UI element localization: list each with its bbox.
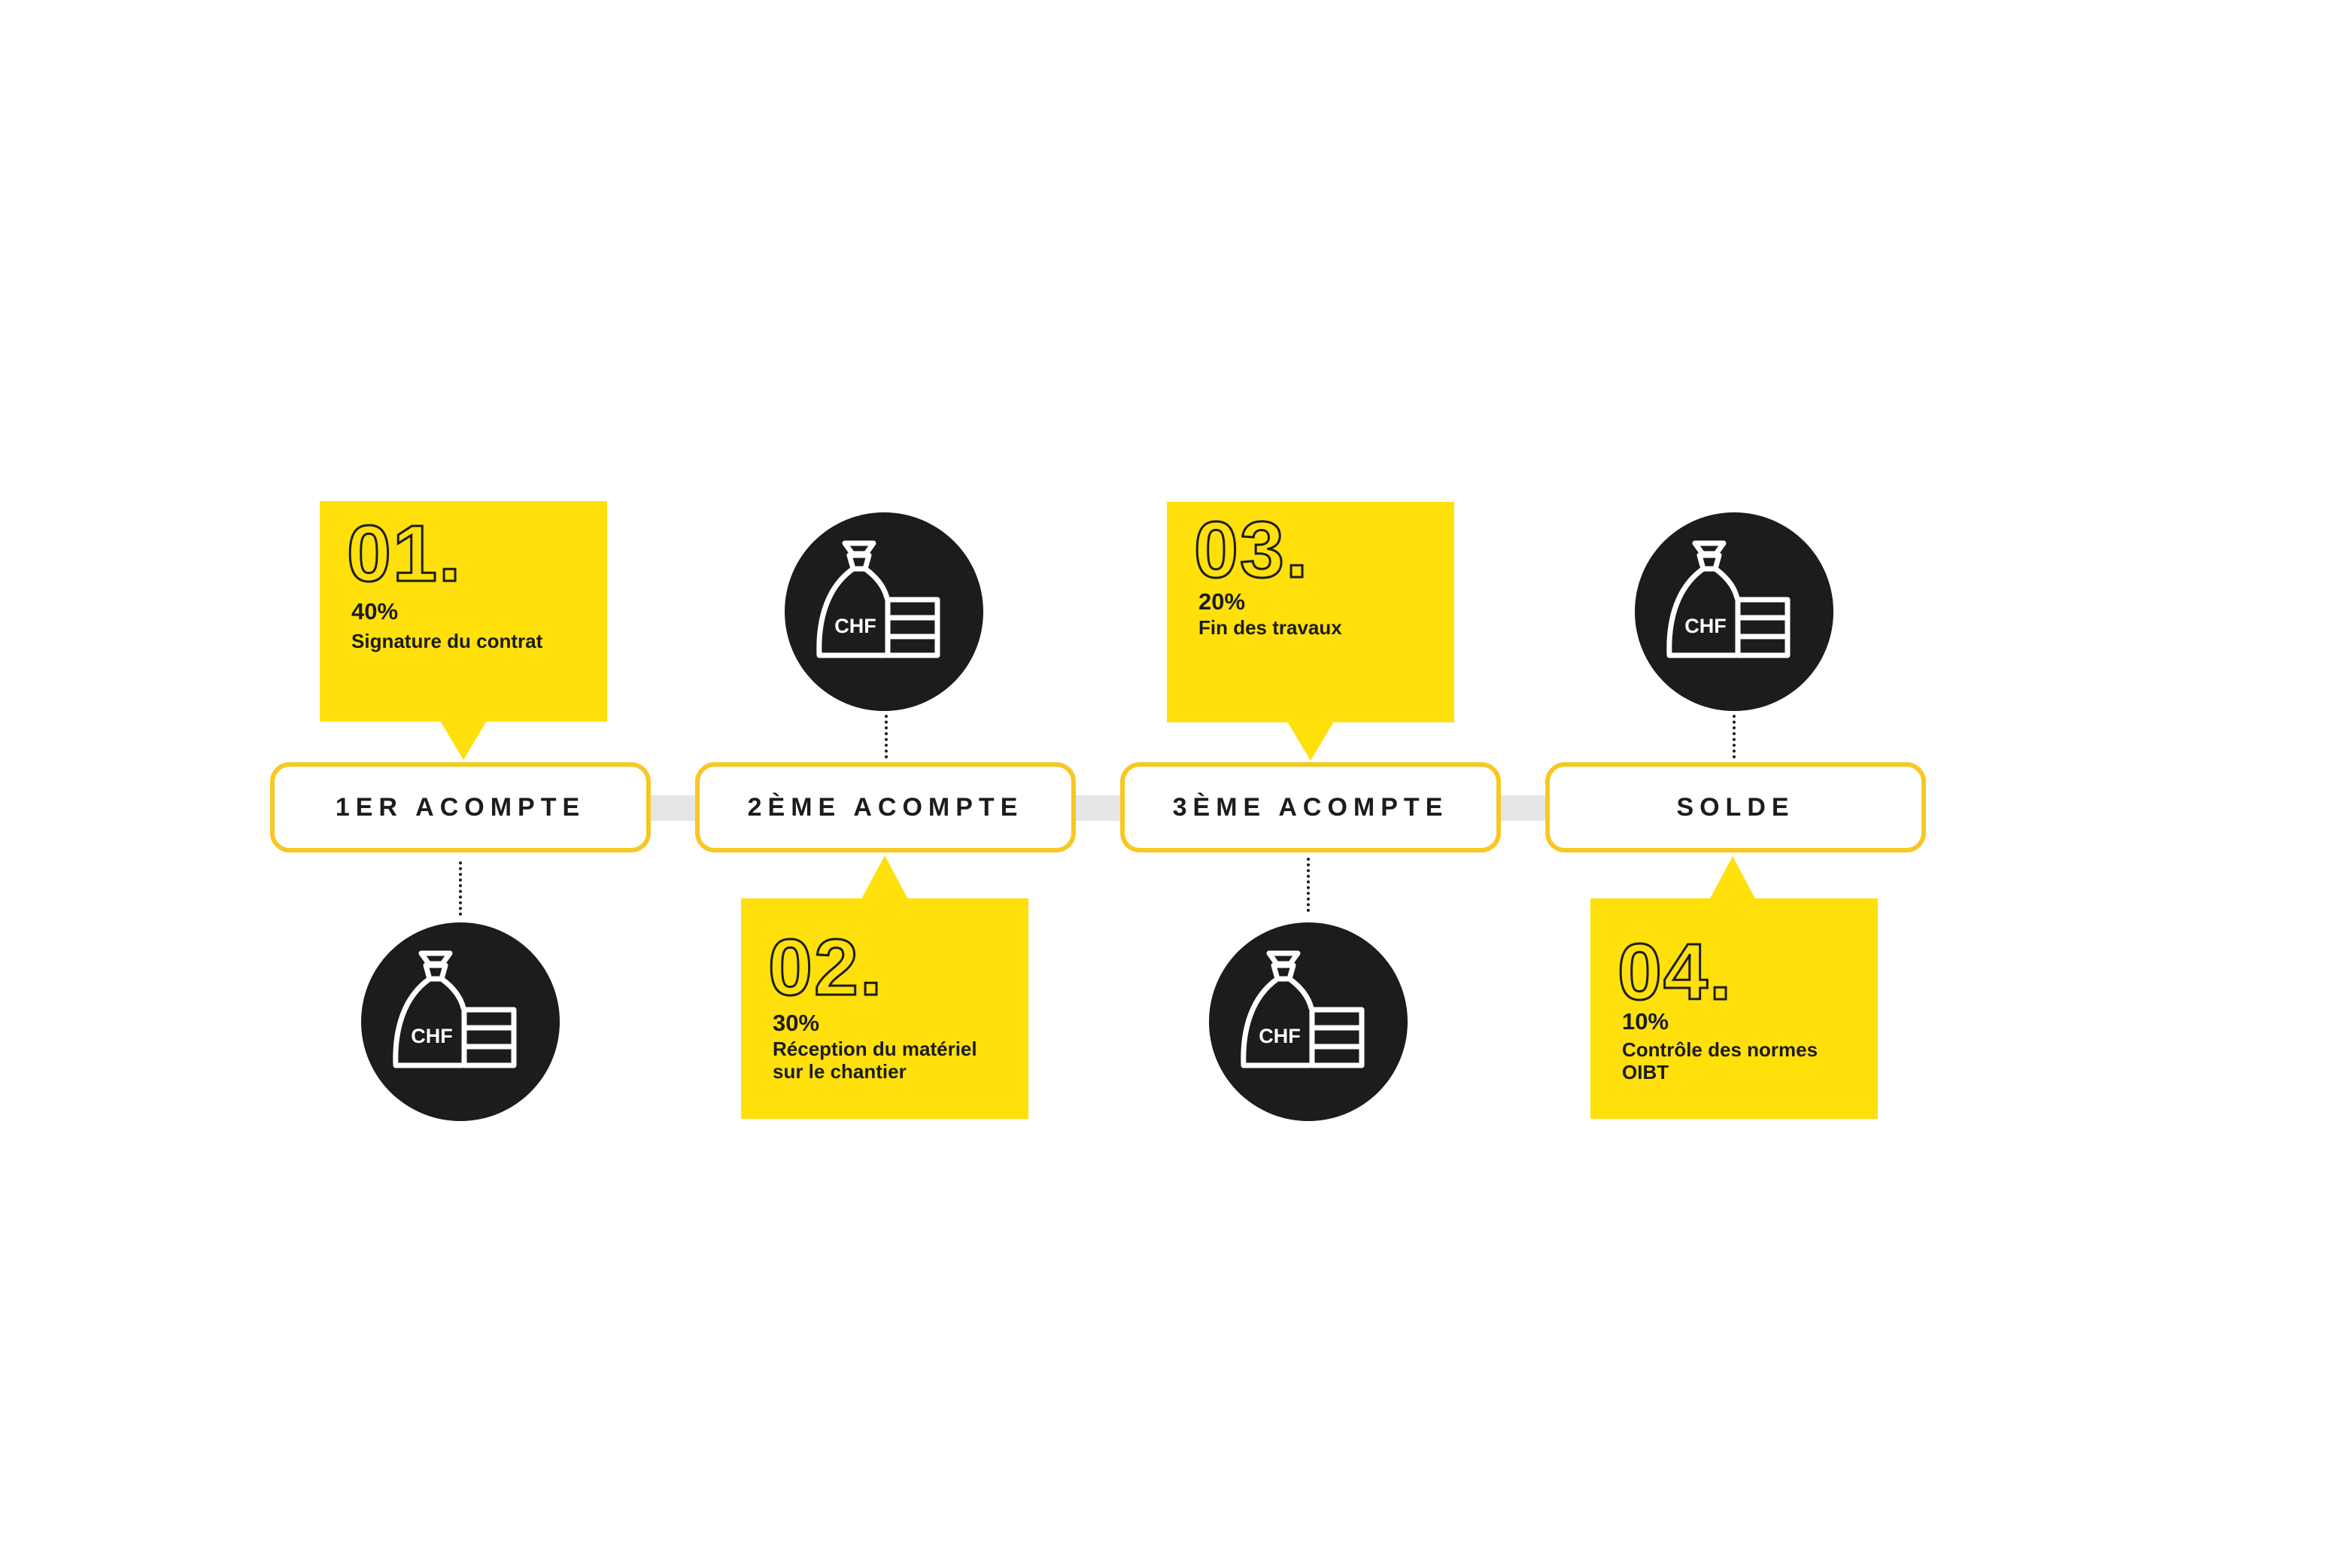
stage-label: 3ÈME ACOMPTE (1172, 792, 1449, 822)
callout-04-pointer (1709, 856, 1756, 900)
stage-label: 1ER ACOMPTE (335, 792, 586, 822)
step-description-line: sur le chantier (773, 1060, 907, 1083)
step-description: Fin des travaux (1198, 616, 1439, 639)
step-description: Signature du contrat (351, 630, 592, 652)
callout-04: 04. 10% Contrôle des normes OIBT (1590, 898, 1878, 1119)
currency-label: CHF (834, 615, 876, 637)
stage-label: SOLDE (1676, 792, 1795, 822)
stage-box-1: 1ER ACOMPTE (270, 762, 651, 852)
dotted-leader-3 (1307, 858, 1310, 912)
step-number-text: 03. (1194, 506, 1309, 594)
stage-box-4: SOLDE (1545, 762, 1926, 852)
callout-02-pointer (861, 855, 908, 899)
step-number: 02. (767, 922, 883, 1013)
dotted-leader-2 (885, 715, 888, 758)
stage-label: 2ÈME ACOMPTE (747, 792, 1024, 822)
step-number: 04. (1617, 927, 1733, 1018)
dotted-leader-4 (1733, 715, 1736, 758)
timeline-connector-1 (651, 795, 696, 821)
money-bag-coins-icon: CHF (361, 922, 560, 1121)
money-bag-coins-icon: CHF (1635, 512, 1833, 711)
step-description-line: Réception du matériel (773, 1038, 977, 1060)
money-bag-coins-icon: CHF (785, 512, 983, 711)
step-description-line: Signature du contrat (351, 630, 543, 652)
money-bag-coins-icon: CHF (1209, 922, 1408, 1121)
callout-01: 01. 40% Signature du contrat (320, 501, 607, 722)
currency-label: CHF (411, 1025, 453, 1047)
callout-02: 02. 30% Réception du matériel sur le cha… (741, 898, 1028, 1119)
timeline-connector-2 (1076, 795, 1121, 821)
step-description-line: Contrôle des normes (1622, 1038, 1818, 1061)
callout-03-pointer (1287, 722, 1334, 761)
step-percent: 40% (351, 598, 399, 624)
step-description-line: Fin des travaux (1198, 616, 1342, 639)
step-percent: 10% (1622, 1008, 1669, 1035)
step-percent: 20% (1198, 588, 1246, 615)
step-number: 01. (346, 509, 462, 600)
callout-01-pointer (440, 721, 487, 760)
step-number-text: 04. (1617, 928, 1733, 1016)
step-percent: 30% (773, 1010, 820, 1036)
dotted-leader-1 (459, 861, 462, 916)
currency-label: CHF (1259, 1025, 1301, 1047)
step-number: 03. (1193, 505, 1309, 596)
stage-box-2: 2ÈME ACOMPTE (695, 762, 1076, 852)
callout-03: 03. 20% Fin des travaux (1167, 502, 1454, 722)
step-number-text: 02. (768, 923, 883, 1012)
stage-box-3: 3ÈME ACOMPTE (1120, 762, 1501, 852)
timeline-connector-3 (1501, 795, 1546, 821)
currency-label: CHF (1684, 615, 1727, 637)
step-description: Réception du matériel sur le chantier (773, 1038, 1013, 1083)
step-number-text: 01. (347, 509, 462, 598)
step-description: Contrôle des normes OIBT (1622, 1038, 1863, 1083)
step-description-line: OIBT (1622, 1061, 1669, 1083)
